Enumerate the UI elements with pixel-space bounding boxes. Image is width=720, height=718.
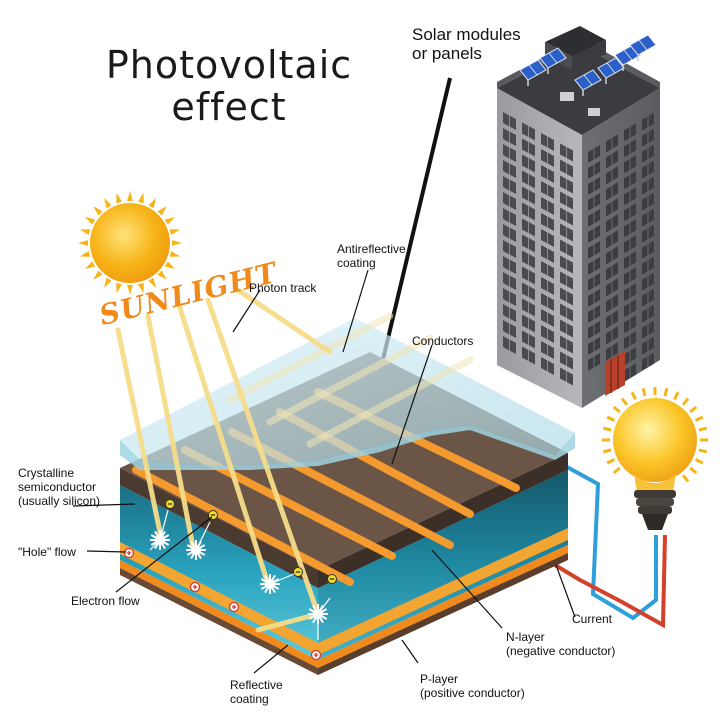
wire-red [548,534,667,629]
title-line-2: effect [171,85,287,129]
light-bulb-icon [602,387,708,530]
solar-cell-cross-section [120,312,575,675]
n-layer-left-face [120,485,318,660]
building [497,26,660,408]
photon-track-label: Photon track [249,281,317,295]
hole-flow-label: "Hole" flow [18,545,76,559]
roof-vent [560,92,574,101]
reflective-layer-left [120,560,318,668]
building-door [605,351,625,396]
sun-icon [78,191,182,295]
page-title: Photovoltaic effect [84,44,374,128]
p-layer-right-face [318,528,568,655]
building-left-windows [503,112,573,386]
wire-blue [557,460,658,621]
p-layer-label: P-layer (positive conductor) [420,672,525,700]
modules-pointer [378,77,452,373]
n-layer-label: N-layer (negative conductor) [506,630,616,658]
n-layer-right-face [318,470,568,660]
current-label: Current [572,612,613,626]
rooftop-solar-panels [519,34,657,96]
building-right-windows [588,112,654,382]
leader-lines [72,269,576,674]
title-line-1: Photovoltaic [105,43,353,87]
solar-modules-label: Solar modules or panels [412,25,521,63]
building-right-face [582,88,660,408]
reflective-coating-label: Reflective coating [230,678,283,706]
antireflective-glass [120,318,575,465]
conductors-label: Conductors [412,334,474,348]
crystalline-label: Crystalline semiconductor (usually silic… [18,466,101,508]
semiconductor-edge-left [120,468,318,588]
wires [548,460,667,629]
charge-carriers [123,499,337,661]
roof-stair-house [545,26,606,56]
antireflective-label: Antireflective coating [337,242,406,270]
electron-flow-label: Electron flow [71,594,140,608]
